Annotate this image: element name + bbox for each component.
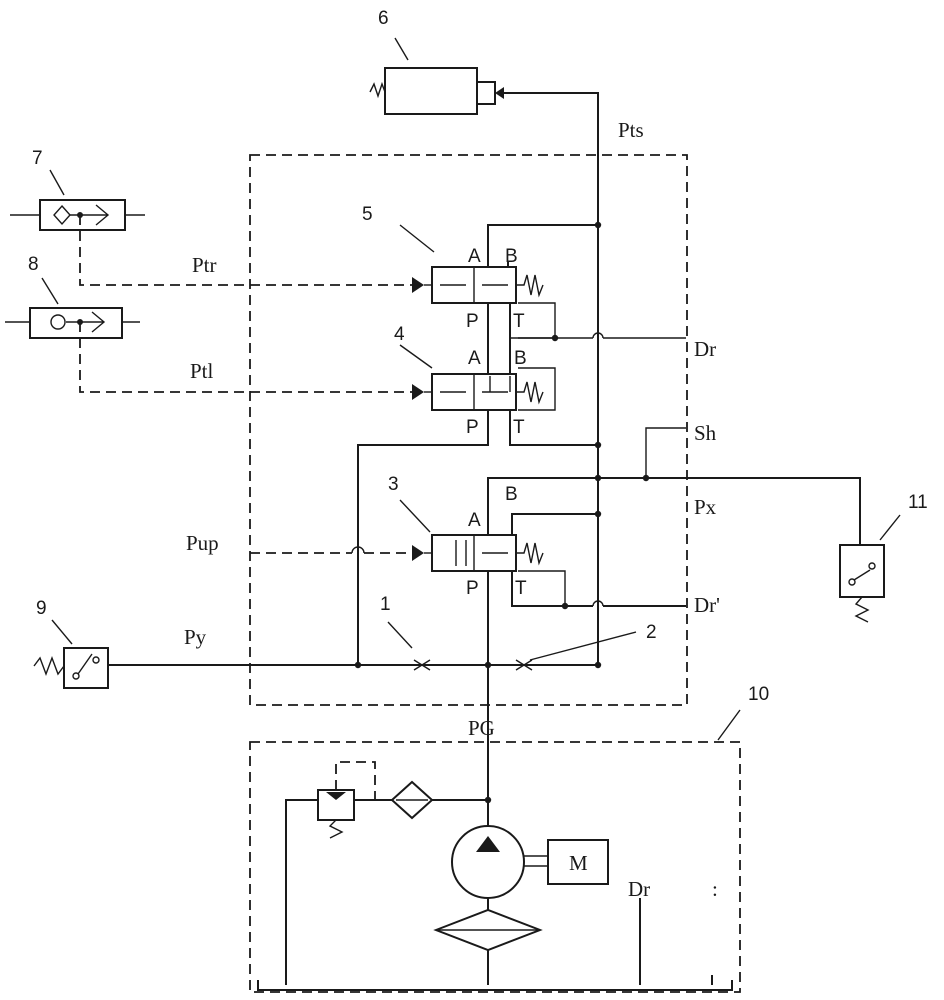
callout-9: 9 — [36, 598, 47, 619]
label-dr-3: Dr — [628, 877, 650, 901]
callout-1: 1 — [380, 594, 391, 615]
pressure-switch-11 — [839, 514, 901, 623]
callout-4: 4 — [394, 324, 405, 345]
label-px: Px — [694, 495, 717, 519]
label-dr-2: Dr' — [694, 593, 720, 617]
power-unit-10 — [285, 709, 741, 985]
label-pup: Pup — [186, 531, 219, 555]
v3-dr-loop — [518, 570, 566, 606]
orifice-2 — [515, 631, 637, 671]
motor-label: M — [569, 851, 588, 875]
junction-dots — [354, 221, 650, 804]
v4-b-dr — [518, 367, 556, 411]
v4-port-p: P — [466, 417, 479, 438]
label-ptl: Ptl — [190, 359, 214, 383]
label-colon: : — [712, 877, 718, 901]
ptl-pilot-line — [79, 322, 412, 393]
callout-8: 8 — [28, 254, 39, 275]
callout-11: 11 — [908, 492, 928, 513]
callout-10: 10 — [748, 684, 769, 705]
label-pts: Pts — [618, 118, 644, 142]
callout-2: 2 — [646, 622, 657, 643]
v5-port-b: B — [505, 246, 518, 267]
ptr-pilot-line — [79, 215, 412, 286]
callout-7: 7 — [32, 148, 43, 169]
callout-3: 3 — [388, 474, 399, 495]
shuttle-valve-7 — [10, 169, 145, 231]
v5-port-t: T — [513, 311, 525, 332]
v5-port-p: P — [466, 311, 479, 332]
shuttle-valve-8 — [5, 277, 140, 339]
v5-port-a: A — [468, 246, 481, 267]
v3-a-line — [487, 477, 861, 545]
v3-b-line — [511, 513, 598, 535]
v5-a-line — [487, 224, 598, 267]
orifice-1 — [387, 621, 431, 671]
v3-t-crossing — [592, 600, 604, 607]
pts-line — [504, 92, 599, 665]
power-unit-enclosure — [249, 741, 741, 993]
label-pg: PG — [468, 716, 495, 740]
valve-4 — [399, 344, 544, 411]
v4-p-line — [357, 410, 489, 665]
sh-line — [645, 427, 686, 478]
v4-t-line — [509, 410, 598, 446]
label-sh: Sh — [694, 421, 717, 445]
v4-port-t: T — [513, 417, 525, 438]
valve-block-enclosure — [249, 154, 688, 706]
callout-6: 6 — [378, 8, 389, 29]
power-unit-inner-border — [257, 980, 733, 991]
v3-port-a: A — [468, 510, 481, 531]
label-ptr: Ptr — [192, 253, 217, 277]
dr-crossing — [592, 332, 604, 339]
v3-port-t: T — [515, 578, 527, 599]
pressure-switch-9 — [33, 619, 109, 689]
v4-port-a: A — [468, 348, 481, 369]
callout-5: 5 — [362, 204, 373, 225]
label-py: Py — [184, 625, 207, 649]
valve-5 — [399, 224, 544, 304]
v4-port-b: B — [514, 348, 527, 369]
v3-port-p: P — [466, 578, 479, 599]
valve-3 — [399, 499, 544, 572]
label-dr-1: Dr — [694, 337, 716, 361]
v3-port-b: B — [505, 484, 518, 505]
cylinder-6 — [369, 37, 504, 115]
pup-crossing — [351, 546, 365, 554]
